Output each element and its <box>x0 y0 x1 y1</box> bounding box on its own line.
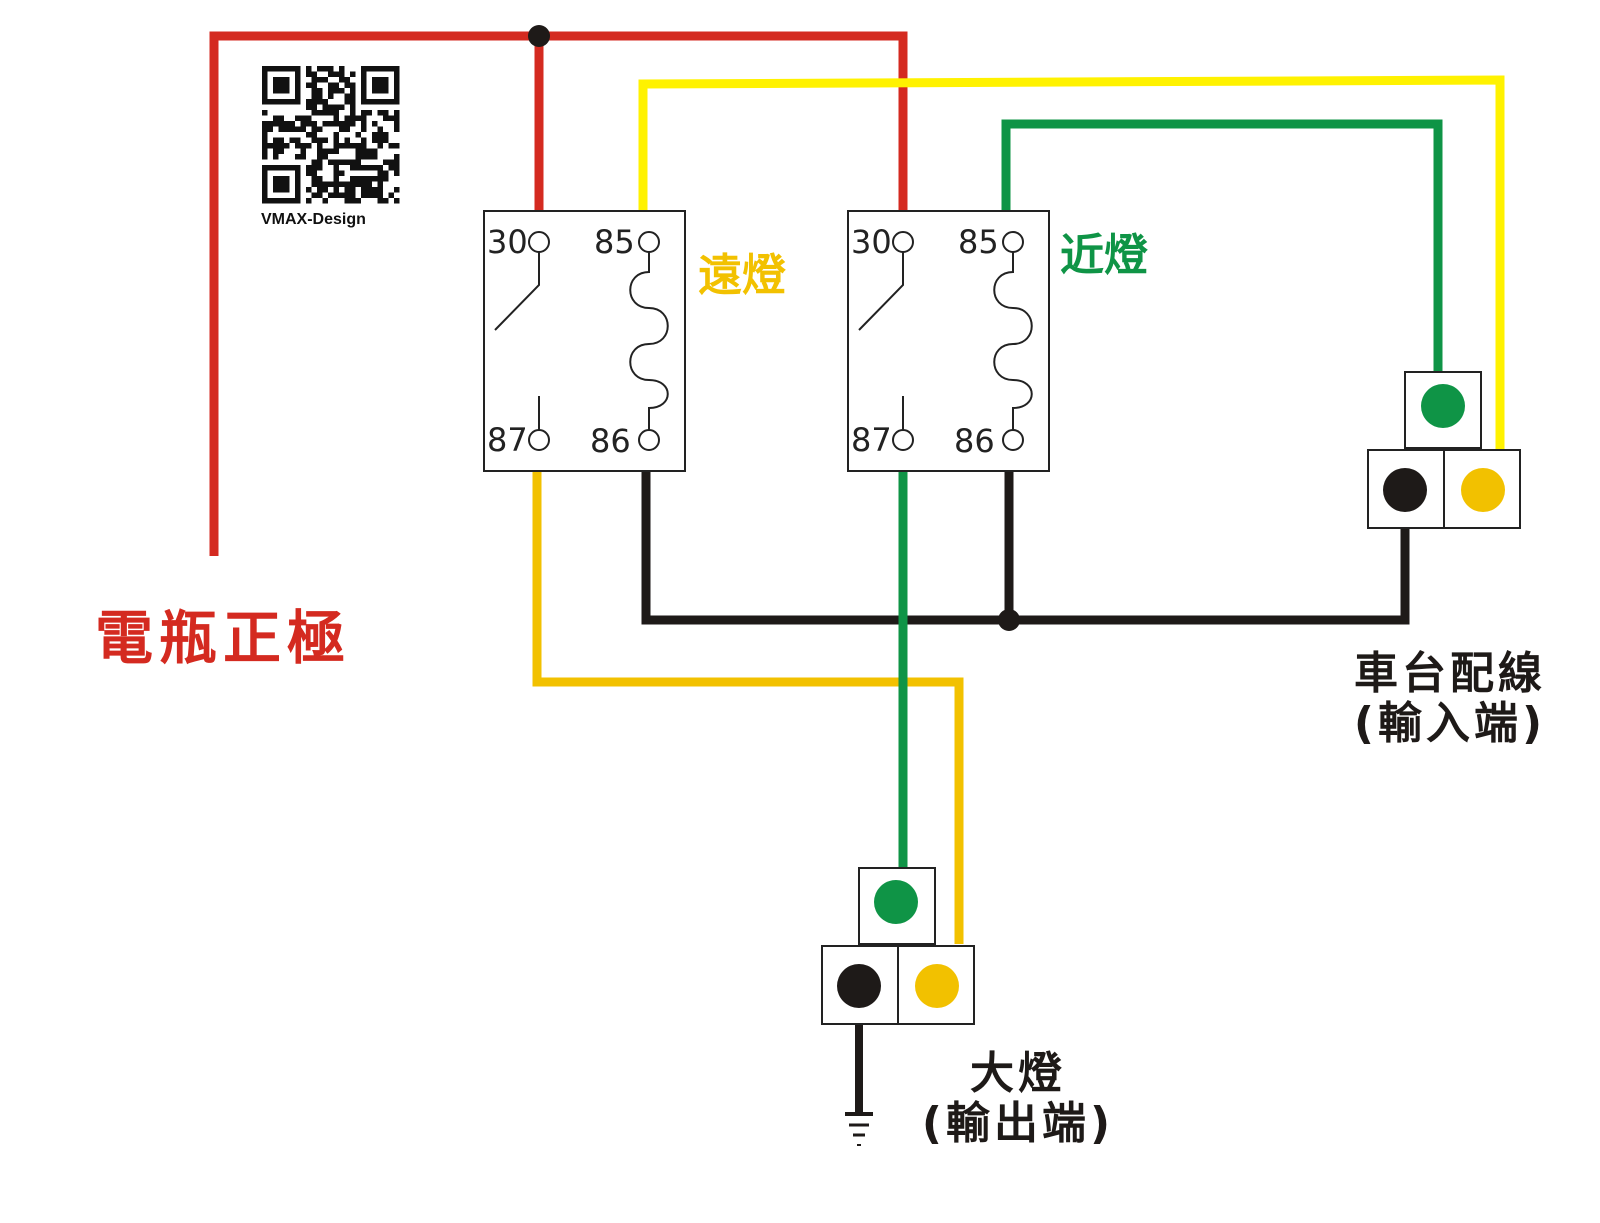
relay-high-pin85-terminal <box>638 231 660 253</box>
ground-bus-wire <box>641 471 1410 625</box>
relay-low-pin87-label: 87 <box>851 421 892 459</box>
high-beam-output-wire <box>532 471 964 944</box>
relay-low-pin85-label: 85 <box>958 223 999 261</box>
low-beam-label: 近燈 <box>1060 230 1148 281</box>
relay-high-pin87-terminal <box>528 429 550 451</box>
ground-junction <box>998 609 1020 631</box>
input-yellow-pin <box>1461 468 1505 512</box>
input-green-pin <box>1421 384 1465 428</box>
output-connector <box>821 867 975 1025</box>
battery-label: 電瓶正極 <box>95 604 351 672</box>
relay-high-pin30-terminal <box>528 231 550 253</box>
battery-junction <box>528 25 550 47</box>
input-label: 車台配線 <box>1354 648 1546 699</box>
output-black-pin <box>837 964 881 1008</box>
relay-low-pin87-terminal <box>892 429 914 451</box>
qr-code-icon <box>262 66 400 204</box>
relay-low-pin86-label: 86 <box>954 422 995 460</box>
relay-low-pin86-terminal <box>1002 429 1024 451</box>
relay-high-switch-contact <box>494 252 540 331</box>
relay-high-coil <box>629 252 669 430</box>
relay-high-pin30-label: 30 <box>487 223 528 261</box>
battery-wire <box>209 31 908 556</box>
relay-high-beam: 30 85 87 86 <box>483 210 686 472</box>
relay-high-pin85-label: 85 <box>594 223 635 261</box>
relay-low-pin30-label: 30 <box>851 223 892 261</box>
relay-high-pin86-label: 86 <box>590 422 631 460</box>
output-label: 大燈 <box>970 1048 1066 1099</box>
relay-high-pin87-label: 87 <box>487 421 528 459</box>
brand-text: VMAX-Design <box>261 211 366 228</box>
relay-high-pin86-terminal <box>638 429 660 451</box>
output-green-pin <box>874 880 918 924</box>
high-beam-trigger-wire <box>638 75 1505 450</box>
output-yellow-pin <box>915 964 959 1008</box>
output-sublabel: (輸出端) <box>922 1098 1114 1149</box>
relay-low-coil <box>993 252 1033 430</box>
input-sublabel: (輸入端) <box>1354 698 1546 749</box>
relay-low-pin85-terminal <box>1002 231 1024 253</box>
input-black-pin <box>1383 468 1427 512</box>
relay-low-switch-contact <box>858 252 904 331</box>
ground-icon <box>845 1112 873 1146</box>
high-beam-label: 遠燈 <box>698 250 786 301</box>
relay-low-beam: 30 85 87 86 <box>847 210 1050 472</box>
input-connector <box>1367 371 1521 529</box>
relay-low-pin30-terminal <box>892 231 914 253</box>
low-beam-trigger-wire <box>1001 119 1443 372</box>
